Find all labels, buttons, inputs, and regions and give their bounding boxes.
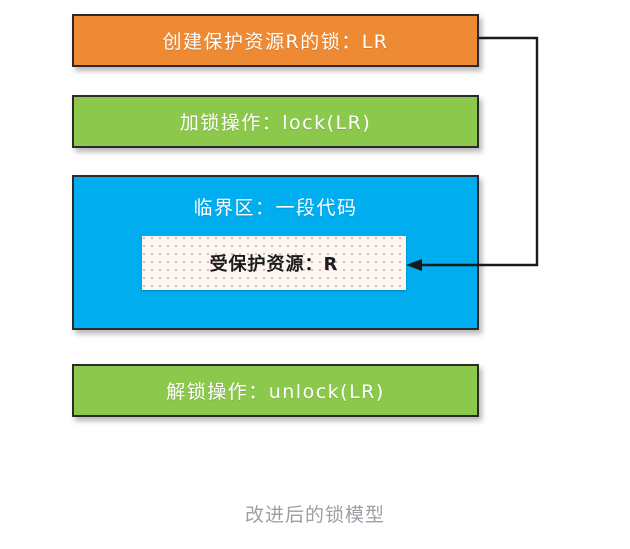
block-create-lock[interactable]: 创建保护资源R的锁：LR	[72, 14, 479, 67]
block-critical-section-label: 临界区：一段代码	[193, 197, 358, 219]
block-unlock-operation[interactable]: 解锁操作：unlock(LR)	[72, 364, 479, 417]
diagram-caption: 改进后的锁模型	[244, 504, 385, 526]
protected-resource-box[interactable]: 受保护资源：R	[142, 236, 406, 290]
block-unlock-operation-label: 解锁操作：unlock(LR)	[166, 381, 385, 403]
block-critical-section-heading: 临界区：一段代码	[74, 193, 477, 220]
block-lock-operation-label: 加锁操作：lock(LR)	[179, 112, 372, 134]
block-create-lock-label: 创建保护资源R的锁：LR	[162, 31, 389, 53]
protected-resource-label: 受保护资源：R	[209, 254, 339, 275]
block-critical-section[interactable]: 临界区：一段代码 受保护资源：R	[72, 175, 479, 330]
block-lock-operation[interactable]: 加锁操作：lock(LR)	[72, 95, 479, 148]
